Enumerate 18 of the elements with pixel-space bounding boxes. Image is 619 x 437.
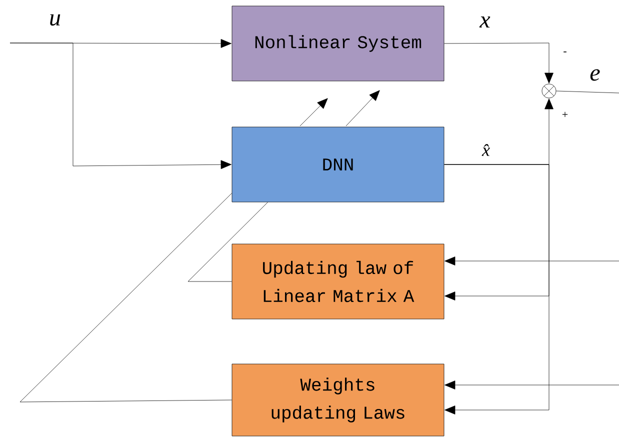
arrow bbox=[10, 42, 232, 170]
signal-label: e bbox=[590, 69, 600, 81]
signal-label: x bbox=[479, 16, 490, 28]
process-box: Updating law of Linear Matrix A bbox=[232, 244, 444, 320]
arrow bbox=[444, 164, 550, 414]
line bbox=[556, 90, 619, 94]
process-box: Nonlinear System bbox=[232, 6, 444, 82]
process-box: Weights updating Laws bbox=[232, 364, 444, 436]
process-box: DNN bbox=[232, 126, 444, 202]
arrow bbox=[444, 256, 619, 266]
summing-junction bbox=[542, 84, 556, 98]
line bbox=[20, 193, 232, 402]
arrow bbox=[444, 380, 619, 390]
line bbox=[188, 202, 268, 282]
signal-label: u bbox=[50, 14, 60, 26]
arrow bbox=[444, 42, 554, 84]
signal-label: x̂ bbox=[482, 144, 490, 156]
sign-label: + bbox=[562, 112, 568, 118]
